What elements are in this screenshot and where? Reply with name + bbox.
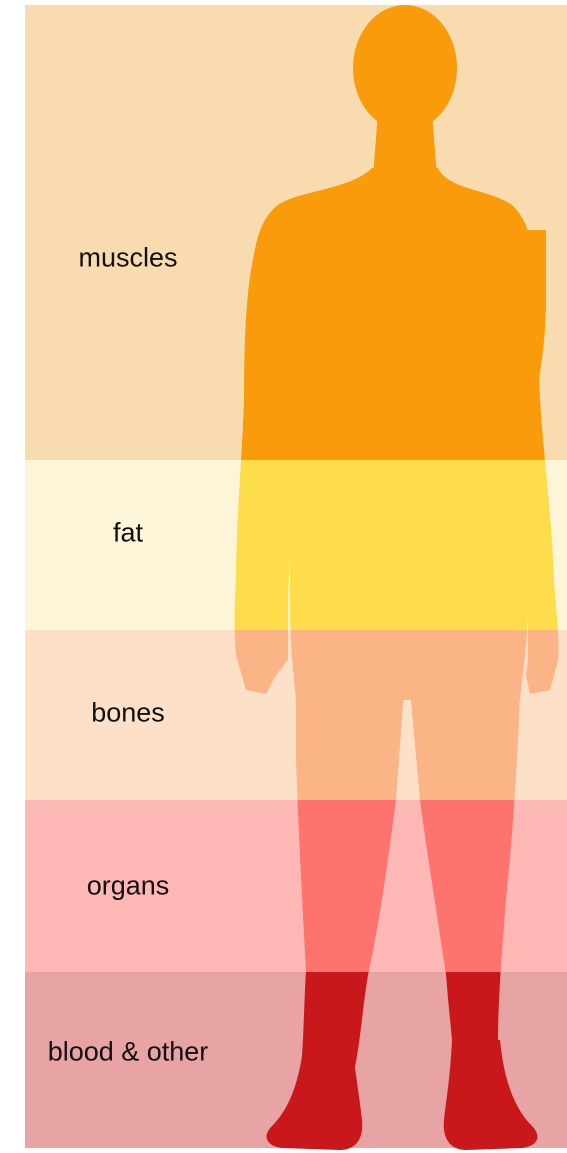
label-muscles: muscles <box>25 245 231 272</box>
label-bones: bones <box>25 700 231 727</box>
label-fat: fat <box>25 520 231 547</box>
label-blood-other: blood & other <box>25 1039 231 1066</box>
label-organs: organs <box>25 873 231 900</box>
